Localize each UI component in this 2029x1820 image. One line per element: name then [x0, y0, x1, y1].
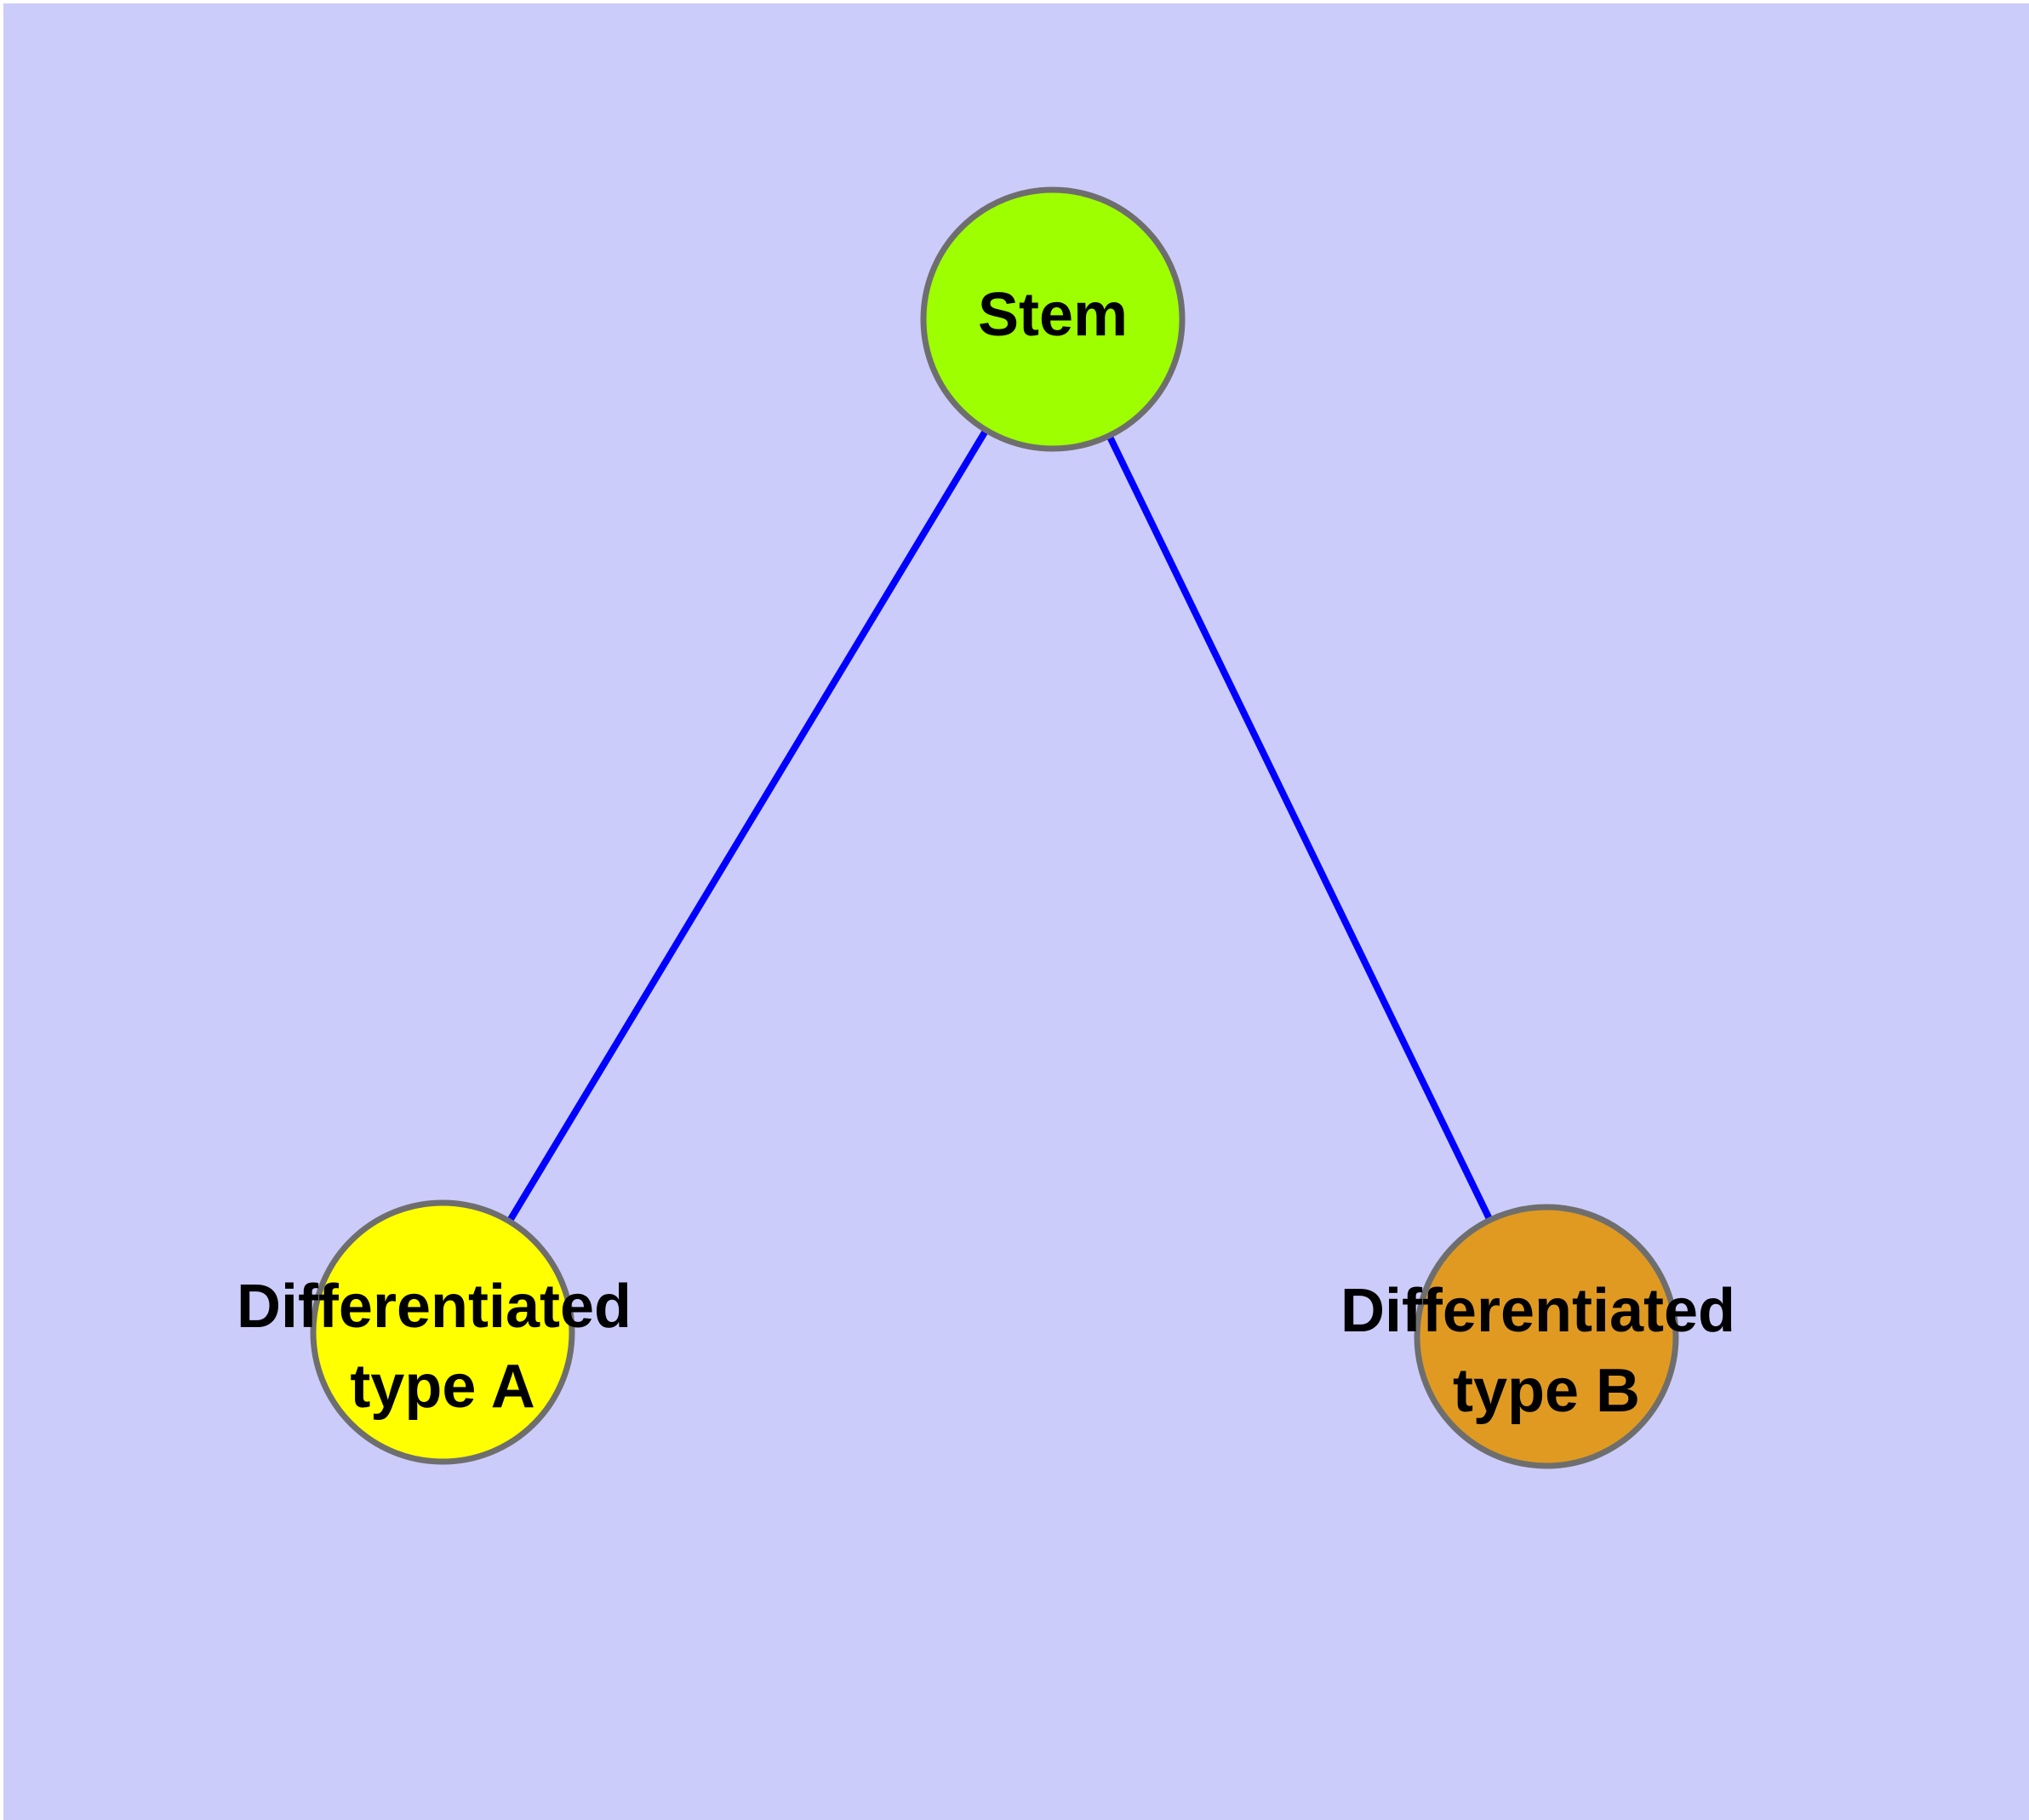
- node-stem-circle[interactable]: [920, 186, 1186, 452]
- node-diff-a-circle[interactable]: [310, 1199, 575, 1465]
- node-diff-b-label-line-1: Differentiated: [1340, 1277, 1735, 1345]
- node-layer: Stem Differentiated type A Differentiate…: [237, 186, 1752, 1469]
- edge-stem-to-diff-b[interactable]: [1105, 432, 1495, 1223]
- node-diff-a-label: Differentiated type A: [237, 1273, 649, 1421]
- node-diff-a-label-line-2: type A: [350, 1353, 534, 1421]
- node-diff-a[interactable]: Differentiated type A: [237, 1199, 649, 1465]
- edge-stem-to-diff-a[interactable]: [505, 426, 991, 1225]
- node-diff-a-label-line-1: Differentiated: [237, 1273, 632, 1341]
- node-stem-label: Stem: [978, 281, 1128, 349]
- node-diff-b[interactable]: Differentiated type B: [1340, 1204, 1752, 1469]
- node-stem-label-line-1: Stem: [978, 281, 1128, 349]
- node-diff-b-label-line-2: type B: [1453, 1357, 1640, 1425]
- edge-layer: [505, 426, 1495, 1225]
- node-diff-b-circle[interactable]: [1414, 1204, 1679, 1469]
- node-stem[interactable]: Stem: [920, 186, 1186, 452]
- node-diff-b-label: Differentiated type B: [1340, 1277, 1752, 1425]
